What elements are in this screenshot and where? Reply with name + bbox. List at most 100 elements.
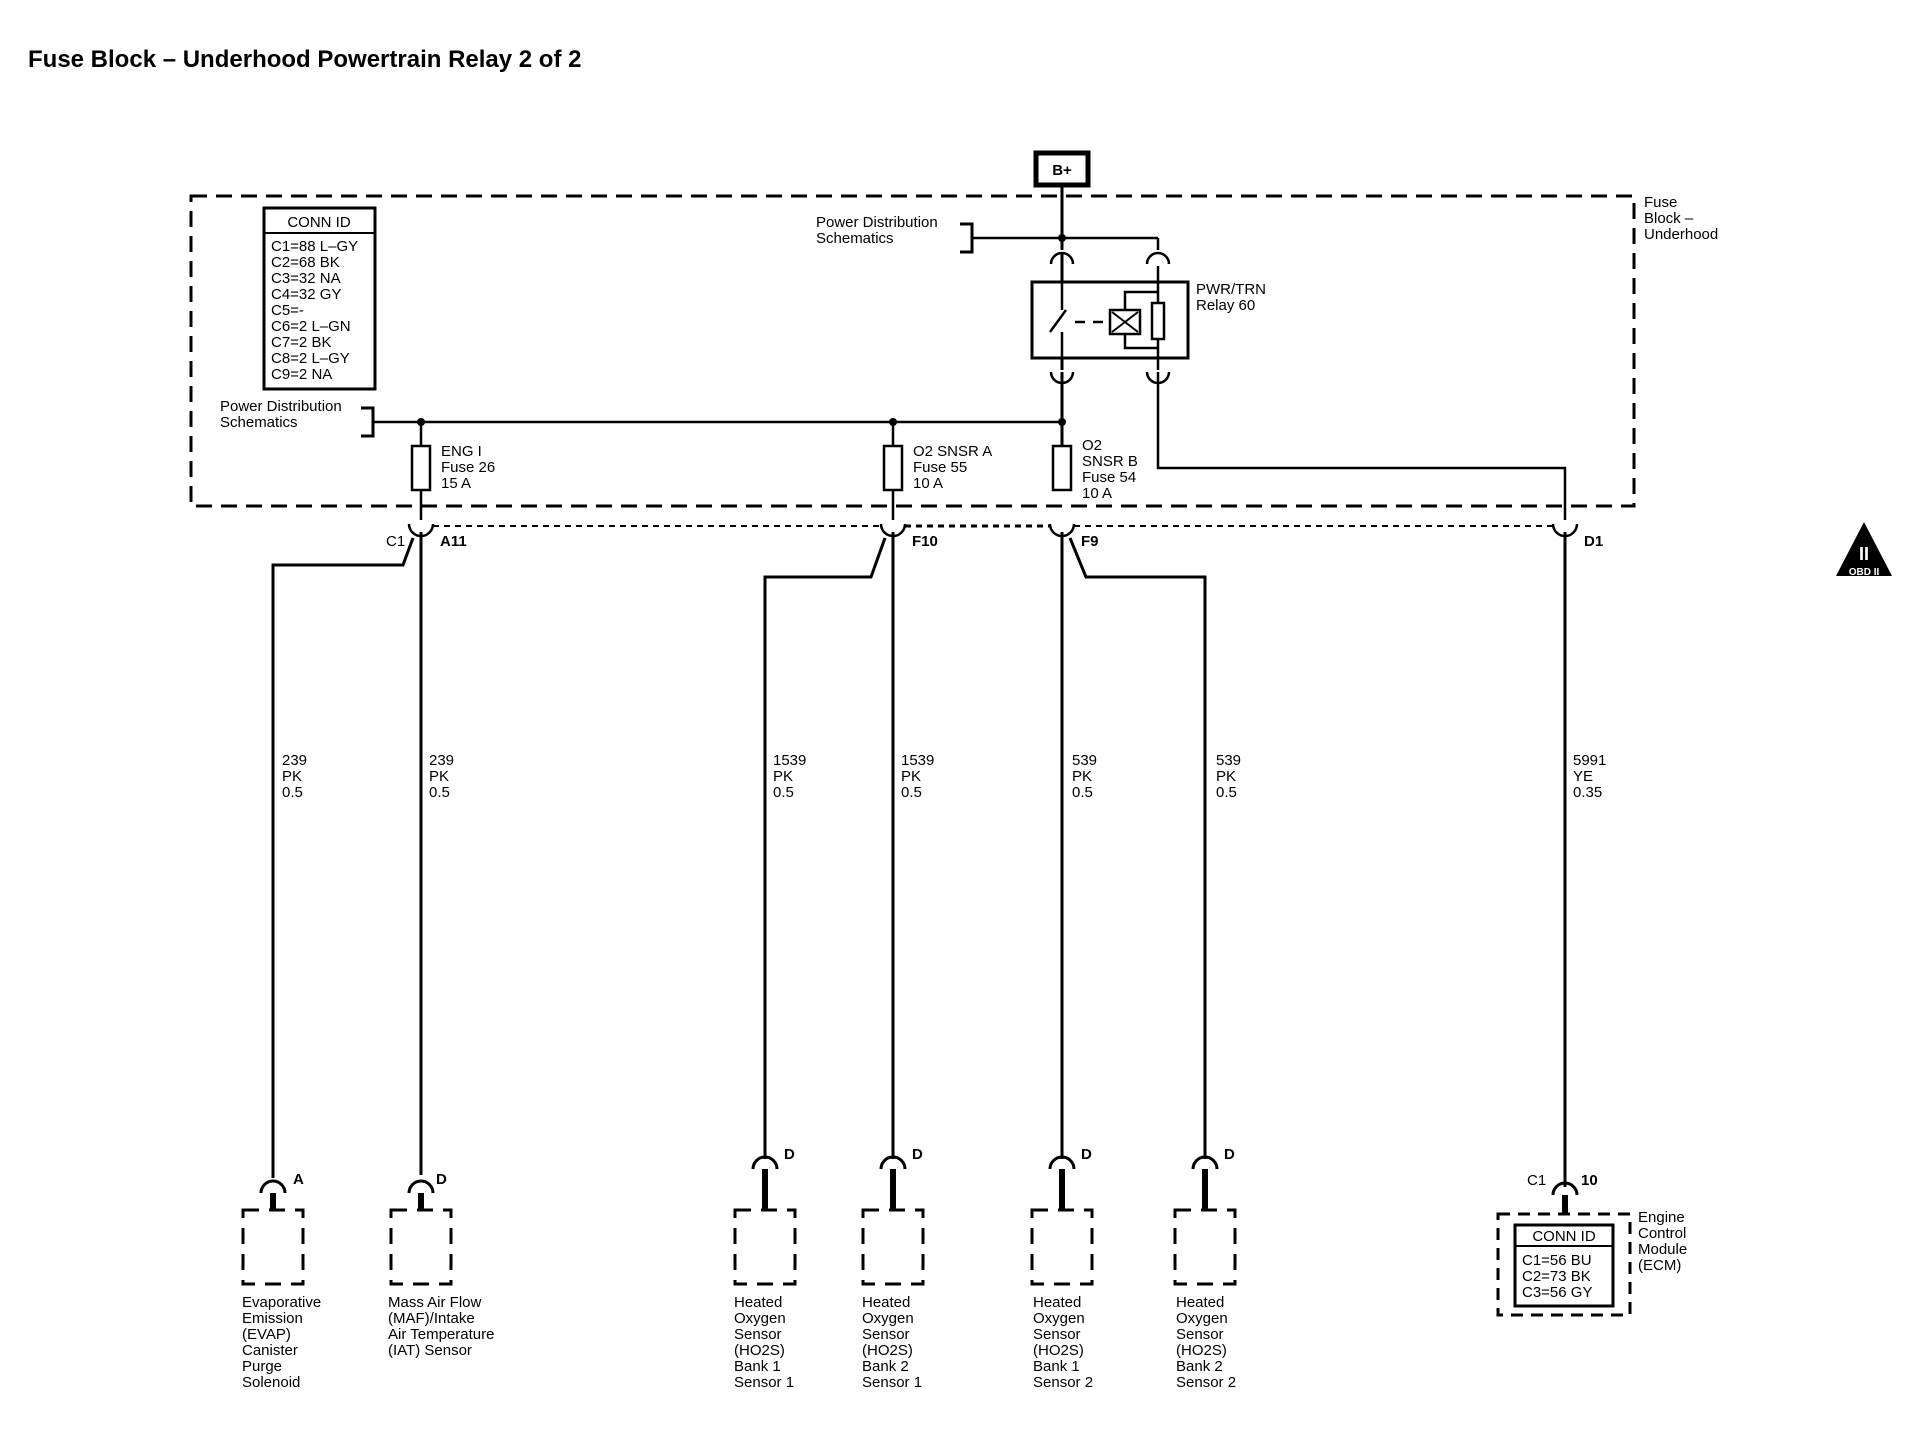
component-name-line: Bank 1	[734, 1358, 781, 1375]
ecm-pin-label: 10	[1581, 1172, 1598, 1189]
obd-badge-bottom: OBD II	[1849, 567, 1880, 578]
wire-size: 0.5	[1216, 784, 1237, 801]
component-name-line: (EVAP)	[242, 1326, 291, 1343]
component-name-line: Bank 2	[862, 1358, 909, 1375]
connector-c1-label: C1	[386, 533, 405, 550]
fuse-label-line: 10 A	[1082, 485, 1112, 502]
component-name-line: Emission	[242, 1310, 303, 1327]
ecm-connector-label: C1	[1527, 1172, 1546, 1189]
component-pin: A	[293, 1171, 304, 1188]
wire-size: 0.5	[773, 784, 794, 801]
conn-id-row: C8=2 L–GY	[271, 350, 350, 367]
battery-terminal: B+	[1033, 150, 1091, 188]
conn-id-row: C5=-	[271, 302, 304, 319]
wire-color: PK	[773, 768, 793, 785]
conn-id-row: C1=88 L–GY	[271, 238, 358, 255]
component-ho2s-bank2-sensor1: D Heated Oxygen Sensor (HO2S) Bank 2 Sen…	[861, 1146, 925, 1391]
component-pin: D	[436, 1171, 447, 1188]
wire-circuit: 5991	[1573, 752, 1606, 769]
conn-id-row: C7=2 BK	[271, 334, 331, 351]
fuse-label-line: ENG I	[441, 443, 482, 460]
fuse-o2-snsr-b: O2 SNSR B Fuse 54 10 A	[1051, 437, 1138, 502]
ecm-conn-id-row: C2=73 BK	[1522, 1268, 1591, 1285]
ecm-name-line: Module	[1638, 1241, 1687, 1258]
wire-circuit: 539	[1216, 752, 1241, 769]
component-evap-solenoid: A Evaporative Emission (EVAP) Canister P…	[241, 1171, 321, 1391]
component-name: Heated Oxygen Sensor (HO2S) Bank 2 Senso…	[862, 1294, 922, 1391]
fuse-block-connectors	[407, 523, 1579, 538]
component-ho2s-bank1-sensor2: D Heated Oxygen Sensor (HO2S) Bank 1 Sen…	[1030, 1146, 1094, 1391]
fuse-label-line: O2	[1082, 437, 1102, 454]
component-ecm: CONN ID C1=56 BU C2=73 BK C3=56 GY C1 10…	[1496, 1172, 1691, 1317]
wire-label: 1539 PK 0.5	[901, 752, 939, 801]
component-name-line: Heated	[734, 1294, 782, 1311]
power-dist-top-line: Schematics	[816, 230, 894, 247]
fuse-block-label-line: Block –	[1644, 210, 1694, 227]
fuse-label-line: Fuse 54	[1082, 469, 1136, 486]
component-name-line: Sensor 1	[734, 1374, 794, 1391]
diagram-title: Fuse Block – Underhood Powertrain Relay …	[28, 46, 581, 73]
component-name-line: (HO2S)	[862, 1342, 913, 1359]
component-name-line: Sensor 2	[1033, 1374, 1093, 1391]
component-name-line: (HO2S)	[1033, 1342, 1084, 1359]
conn-id-row: C6=2 L–GN	[271, 318, 351, 335]
wire-label: 1539 PK 0.5	[773, 752, 811, 801]
svg-text:Power Distribution Schem: Power Distribution Schematics	[220, 398, 346, 431]
component-name-line: Sensor 2	[1176, 1374, 1236, 1391]
component-name: Mass Air Flow (MAF)/Intake Air Temperatu…	[388, 1294, 499, 1359]
fuse-label-line: Fuse 55	[913, 459, 967, 476]
component-name-line: Heated	[1033, 1294, 1081, 1311]
wire-color: PK	[1216, 768, 1236, 785]
fuse-label-line: Fuse 26	[441, 459, 495, 476]
connector-f9-label: F9	[1081, 533, 1099, 550]
ecm-name-line: Control	[1638, 1225, 1686, 1242]
power-dist-left-line: Schematics	[220, 414, 298, 431]
component-name-line: Purge	[242, 1358, 282, 1375]
splice-dots	[417, 234, 1066, 426]
component-name-line: Oxygen	[734, 1310, 786, 1327]
conn-id-rows: C1=88 L–GY C2=68 BK C3=32 NA C4=32 GY C5…	[271, 238, 362, 383]
conn-id-box: CONN ID C1=88 L–GY C2=68 BK C3=32 NA C4=…	[262, 206, 377, 391]
svg-text:Power Distribution Schem: Power Distribution Schematics	[816, 214, 942, 247]
component-name-line: Evaporative	[242, 1294, 321, 1311]
wire-color: PK	[282, 768, 302, 785]
wire-circuit: 1539	[901, 752, 934, 769]
fuse-label-line: 10 A	[913, 475, 943, 492]
component-pin: D	[1081, 1146, 1092, 1163]
wire-color: PK	[901, 768, 921, 785]
conn-id-header: CONN ID	[287, 214, 351, 231]
power-dist-top-line: Power Distribution	[816, 214, 938, 231]
ecm-name-line: Engine	[1638, 1209, 1685, 1226]
power-distribution-ref-left: Power Distribution Schematics	[220, 398, 375, 438]
component-name-line: Sensor	[1033, 1326, 1081, 1343]
component-maf-iat-sensor: D Mass Air Flow (MAF)/Intake Air Tempera…	[388, 1171, 499, 1359]
wire-size: 0.5	[429, 784, 450, 801]
wire-label: 239 PK 0.5	[429, 752, 458, 801]
conn-id-row: C9=2 NA	[271, 366, 332, 383]
conn-id-row: C4=32 GY	[271, 286, 341, 303]
fuse-o2-snsr-a: O2 SNSR A Fuse 55 10 A	[882, 443, 992, 492]
fuse-label-line: O2 SNSR A	[913, 443, 992, 460]
ecm-name: Engine Control Module (ECM)	[1638, 1209, 1691, 1274]
conn-id-row: C2=68 BK	[271, 254, 340, 271]
component-ho2s-bank2-sensor2: D Heated Oxygen Sensor (HO2S) Bank 2 Sen…	[1173, 1146, 1237, 1391]
wire-label: 539 PK 0.5	[1216, 752, 1245, 801]
component-name-line: Sensor	[734, 1326, 782, 1343]
wire-color: PK	[1072, 768, 1092, 785]
component-name-line: (HO2S)	[734, 1342, 785, 1359]
fuse-label-line: 15 A	[441, 475, 471, 492]
component-name: Heated Oxygen Sensor (HO2S) Bank 1 Senso…	[734, 1294, 794, 1391]
component-pin: D	[912, 1146, 923, 1163]
connector-d1-label: D1	[1584, 533, 1603, 550]
pwr-trn-relay	[1030, 266, 1190, 370]
component-pin: D	[1224, 1146, 1235, 1163]
obd-ii-badge: II OBD II	[1836, 522, 1892, 578]
component-name: Heated Oxygen Sensor (HO2S) Bank 2 Senso…	[1176, 1294, 1236, 1391]
ecm-conn-id-header: CONN ID	[1532, 1228, 1596, 1245]
fuse-label-line: SNSR B	[1082, 453, 1138, 470]
battery-label: B+	[1052, 162, 1072, 179]
component-name-line: Sensor 1	[862, 1374, 922, 1391]
harness-wires	[271, 532, 1567, 1187]
wire-circuit: 1539	[773, 752, 806, 769]
